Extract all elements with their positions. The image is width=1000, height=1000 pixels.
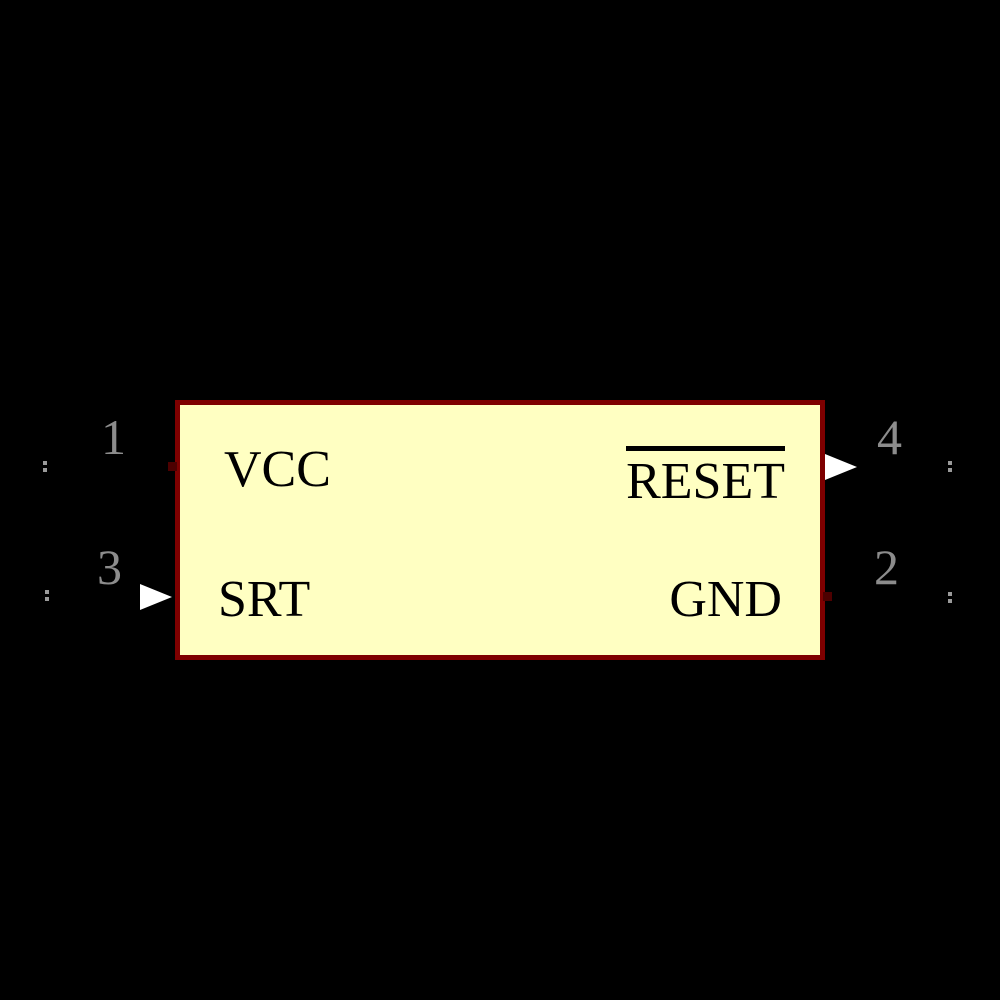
pin-2-stub[interactable] bbox=[823, 592, 832, 601]
pin-3-arrow-icon bbox=[140, 584, 172, 610]
pin-number-2: 2 bbox=[874, 539, 899, 595]
pin-1-end-mark[interactable] bbox=[43, 461, 47, 465]
pin-2-end-mark[interactable] bbox=[948, 592, 952, 596]
pin-label-gnd: GND bbox=[669, 571, 782, 628]
pin-number-3: 3 bbox=[97, 539, 122, 595]
component-body[interactable] bbox=[175, 400, 825, 660]
pin-number-1: 1 bbox=[101, 409, 126, 465]
pin-1-stub[interactable] bbox=[168, 462, 177, 471]
pin-4-arrow-icon bbox=[825, 454, 857, 480]
pin-label-reset-overline: RESET bbox=[626, 446, 785, 508]
pin-number-4: 4 bbox=[877, 409, 902, 465]
pin-label-vcc: VCC bbox=[224, 441, 331, 498]
pin-4-end-mark[interactable] bbox=[948, 461, 952, 465]
pin-label-srt: SRT bbox=[218, 571, 311, 628]
pin-3-end-mark[interactable] bbox=[45, 590, 49, 594]
